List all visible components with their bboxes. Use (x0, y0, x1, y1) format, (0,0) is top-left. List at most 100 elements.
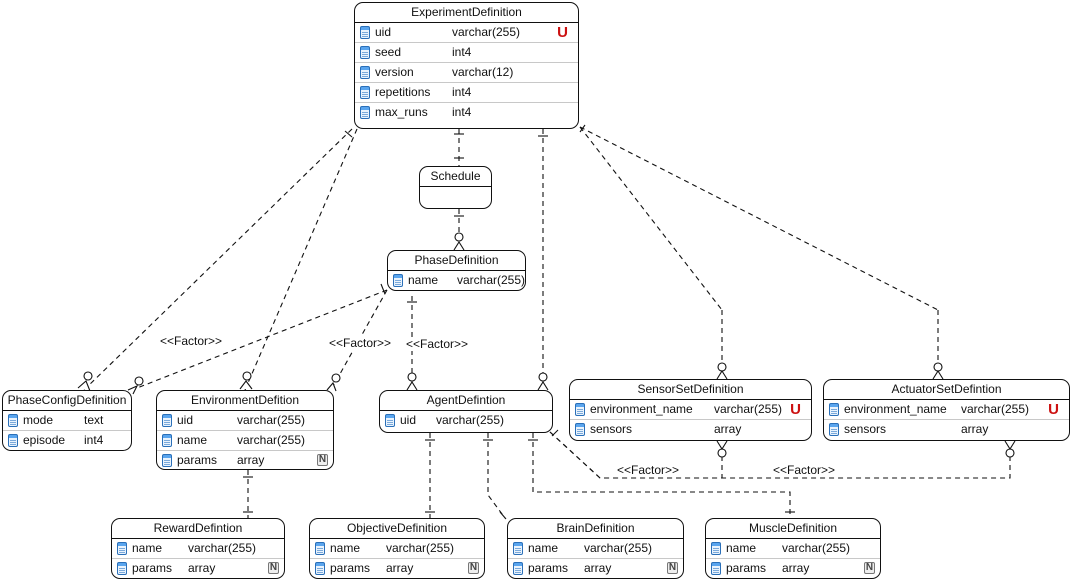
entity-title: PhaseDefinition (388, 251, 525, 271)
column-name: repetitions (375, 85, 431, 99)
column-name: uid (400, 413, 417, 427)
column-name: name (408, 273, 439, 287)
entity-title: ExperimentDefinition (355, 3, 578, 23)
column-name: name (177, 433, 208, 447)
column-type: array (584, 561, 612, 575)
column-name: params (726, 561, 767, 575)
column-type: array (961, 422, 989, 436)
many-mark-actuator-bottom (1004, 440, 1016, 451)
zero-mark-environment (242, 371, 252, 381)
edge-experiment-phase-config (83, 128, 353, 391)
column-type: array (714, 422, 742, 436)
unique-constraint-icon: U (1048, 401, 1059, 418)
unique-constraint-icon: U (790, 401, 801, 418)
zero-mark-agent-left (407, 372, 417, 382)
column-icon (360, 66, 370, 79)
column-type: array (188, 561, 216, 575)
factor-label: <<Factor>> (406, 337, 469, 351)
column-name: uid (177, 413, 194, 427)
column-type: varchar(255) (714, 402, 783, 416)
column-name: sensors (590, 422, 633, 436)
column-name: name (132, 541, 163, 555)
column-type: int4 (452, 105, 472, 119)
column-row[interactable]: sensors array (570, 420, 811, 439)
column-name: name (726, 541, 757, 555)
column-name: sensors (844, 422, 887, 436)
entity-title: RewardDefintion (112, 519, 284, 539)
column-icon (8, 414, 18, 427)
column-icon (162, 414, 172, 427)
unique-constraint-icon: U (557, 24, 568, 41)
column-icon (385, 414, 395, 427)
column-name: params (528, 561, 569, 575)
nullable-icon: N (317, 454, 328, 466)
edge-experiment-actuator-set (579, 126, 939, 311)
column-icon (360, 86, 370, 99)
many-mark-environment-right (326, 381, 337, 392)
many-mark-phase-config-right (127, 384, 139, 395)
entity-title: BrainDefinition (508, 519, 683, 539)
column-icon (315, 542, 325, 555)
column-row[interactable]: environment_name varchar(255) U (570, 400, 811, 420)
column-name: environment_name (844, 402, 947, 416)
one-mark-phase-left (380, 283, 386, 295)
column-type: array (386, 561, 414, 575)
zero-mark-sensor-bottom (717, 448, 727, 458)
column-name: episode (23, 433, 66, 447)
column-name: environment_name (590, 402, 693, 416)
one-mark-experiment-right (579, 124, 586, 133)
edge-phase-config (131, 289, 388, 391)
zero-mark-actuator-set (933, 362, 943, 372)
entity-title: ObjectiveDefinition (310, 519, 484, 539)
column-row[interactable]: sensors array (824, 420, 1069, 439)
factor-label: <<Factor>> (773, 463, 836, 477)
column-icon (8, 434, 18, 447)
column-icon (360, 26, 370, 39)
many-mark-sensor-bottom (716, 440, 728, 451)
zero-mark-phase-config (83, 371, 93, 381)
column-icon (711, 542, 721, 555)
column-name: params (177, 453, 218, 467)
entity-title: Schedule (420, 167, 491, 187)
entity-schedule[interactable]: Schedule (419, 166, 492, 209)
many-mark-sensor-set (716, 369, 728, 380)
column-icon (162, 434, 172, 447)
column-icon (575, 423, 585, 436)
column-icon (829, 403, 839, 416)
entity-title: PhaseConfigDefinition (3, 391, 131, 411)
one-mark-agent-right (551, 429, 559, 437)
